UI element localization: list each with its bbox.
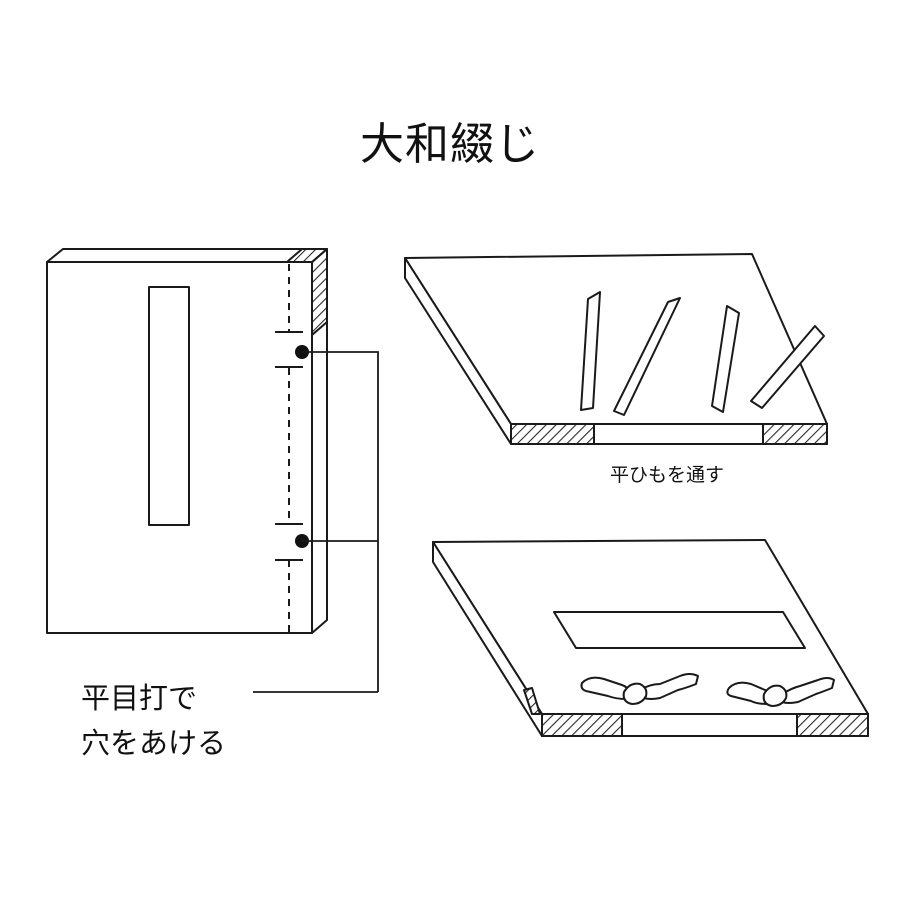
flat-strip-3 <box>711 305 740 413</box>
tied-front-hatch-left <box>541 713 623 737</box>
flat-strips <box>580 291 825 416</box>
flat-strip-4 <box>750 325 825 409</box>
tied-side-hatch <box>523 687 541 715</box>
tied-title-slip <box>553 611 806 649</box>
binding-margin-marks <box>275 264 303 633</box>
knot-right <box>726 677 835 707</box>
board-front-hatch-left <box>510 423 595 445</box>
label-punch-line1: 平目打で <box>81 681 198 715</box>
diagram-title: 大和綴じ <box>360 119 540 170</box>
book-front-view <box>46 248 328 634</box>
label-punch-line2: 穴をあける <box>81 726 227 760</box>
leader-lines <box>253 351 379 693</box>
tied-front-hatch-right <box>796 713 869 737</box>
spine-hatch-side <box>311 248 328 336</box>
book-top-edge <box>46 248 328 263</box>
knot-left <box>580 673 699 705</box>
label-pass-flat-strip: 平ひもを通す <box>610 464 725 486</box>
flat-strip-1 <box>580 291 601 411</box>
title-slip <box>148 286 190 526</box>
board-front-hatch-right <box>762 423 828 445</box>
book-strip-insertion-view <box>404 253 828 445</box>
flat-strip-2 <box>613 297 681 416</box>
book-tied-view <box>432 539 869 737</box>
